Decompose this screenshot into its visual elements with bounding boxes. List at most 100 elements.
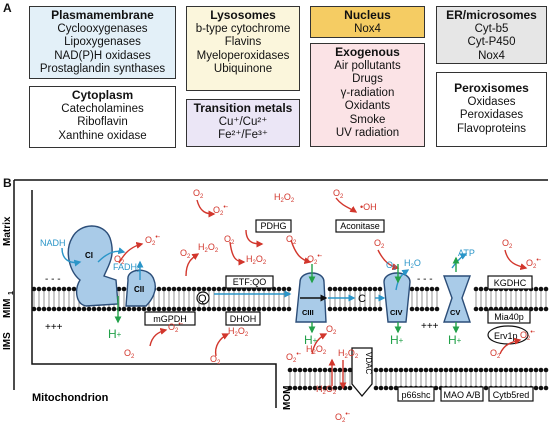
pdhg-label: PDHG [260, 221, 286, 231]
side-labels: Matrix MIM 1 IMS MOM [2, 216, 293, 410]
lipid-head [473, 306, 479, 312]
lipid-head [302, 367, 308, 373]
lipid-head [342, 286, 348, 292]
lipid-head [317, 367, 323, 373]
lipid-head [286, 286, 292, 292]
peroxisomes-title: Peroxisomes [454, 81, 529, 95]
lipid-head [281, 286, 287, 292]
lysosomes-item: Flavins [224, 36, 262, 48]
lipid-head [523, 367, 529, 373]
mitochondrion-label: Mitochondrion [32, 392, 109, 404]
lipid-head [448, 367, 454, 373]
lipid-head [373, 367, 379, 373]
nucleus-item: Nox4 [354, 22, 381, 35]
mom-label: MOM [282, 386, 293, 410]
lipid-head [71, 286, 77, 292]
lipid-head [302, 385, 308, 391]
lipid-head [201, 306, 207, 312]
plasmamembrane-title: Plasmamembrane [51, 8, 154, 22]
lipid-head [216, 286, 222, 292]
lipid-head [378, 367, 384, 373]
lipid-head [86, 306, 92, 312]
lipid-head [206, 286, 212, 292]
erv1p-label: Erv1p [494, 331, 518, 341]
lipid-head [186, 286, 192, 292]
lipid-head [438, 367, 444, 373]
lipid-head [398, 367, 404, 373]
lipid-head [538, 367, 544, 373]
complex-ii-label: CII [134, 285, 144, 294]
lipid-head [216, 306, 222, 312]
lipid-head [266, 306, 272, 312]
lipid-head [156, 286, 162, 292]
lipid-head [36, 306, 42, 312]
lipid-head [434, 286, 440, 292]
lipid-head [332, 286, 338, 292]
lipid-head [342, 367, 348, 373]
lipid-head [423, 367, 429, 373]
o2-label: O2 [124, 348, 135, 360]
fadh2-label: FADH2 [113, 262, 141, 274]
p66shc-label: p66shc [401, 390, 431, 400]
lipid-head [463, 367, 469, 373]
h2o2-label: H2O2 [228, 326, 249, 338]
mim-subscript: 1 [8, 291, 15, 295]
lipid-head [297, 367, 303, 373]
ims-label: IMS [2, 332, 13, 350]
o2-label: O2 [193, 188, 204, 200]
lipid-head [287, 385, 293, 391]
lipid-head [151, 306, 157, 312]
complex-i-label: CI [85, 251, 93, 260]
lipid-head [347, 306, 353, 312]
exogenous-item: Oxidants [344, 100, 391, 112]
lipid-head [424, 286, 430, 292]
mitochondrion-outline [13, 179, 548, 390]
hydroxyl-radical-label: •OH [360, 202, 377, 212]
o2-label: O2 [374, 238, 385, 250]
lipid-head [409, 306, 415, 312]
lipid-head [377, 286, 383, 292]
ros-arrow [335, 197, 358, 213]
lipid-head [141, 306, 147, 312]
superoxide-label: O2•- [168, 321, 184, 334]
lipid-head [538, 306, 544, 312]
h2o2-label: H2O2 [316, 384, 337, 396]
lipid-head [281, 306, 287, 312]
lipid-head [543, 385, 549, 391]
lipid-head [483, 367, 489, 373]
vdac-label: VDAC [364, 352, 373, 374]
lipid-head [352, 306, 358, 312]
lipid-head [418, 367, 424, 373]
ros-arrow [311, 333, 328, 355]
lipid-head [538, 286, 544, 292]
matrix-minus-left: - - - [45, 274, 61, 285]
ros-arrow [245, 229, 264, 248]
lipid-head [468, 367, 474, 373]
er-item: Cyt-b5 [474, 22, 509, 35]
lipid-head [508, 367, 514, 373]
lipid-head [513, 367, 519, 373]
lipid-head [327, 367, 333, 373]
lipid-head [393, 367, 399, 373]
lipid-head [538, 385, 544, 391]
lipid-head [347, 367, 353, 373]
lipid-head [347, 286, 353, 292]
lipid-head [51, 286, 57, 292]
lipid-head [221, 306, 227, 312]
lipid-head [196, 286, 202, 292]
cytoplasm-item: Catecholamines [61, 102, 144, 115]
mgpdh-label: mGPDH [153, 314, 187, 324]
ubiquinone-circle [196, 291, 210, 305]
complex-ii: CII [125, 269, 156, 307]
lipid-head [211, 306, 217, 312]
lysosomes-item: b-type cytochrome [195, 22, 291, 35]
lipid-head [146, 306, 152, 312]
molecule-labels: O2O2•-H2O2O2•OHO2O2•-O2H2O2O2H2O2O2O2•-O… [40, 188, 542, 424]
lipid-head [388, 385, 394, 391]
lipid-head [332, 385, 338, 391]
lipid-head [434, 306, 440, 312]
lipid-head [191, 286, 197, 292]
lipid-head [171, 286, 177, 292]
lipid-head [473, 286, 479, 292]
lipid-head [393, 385, 399, 391]
